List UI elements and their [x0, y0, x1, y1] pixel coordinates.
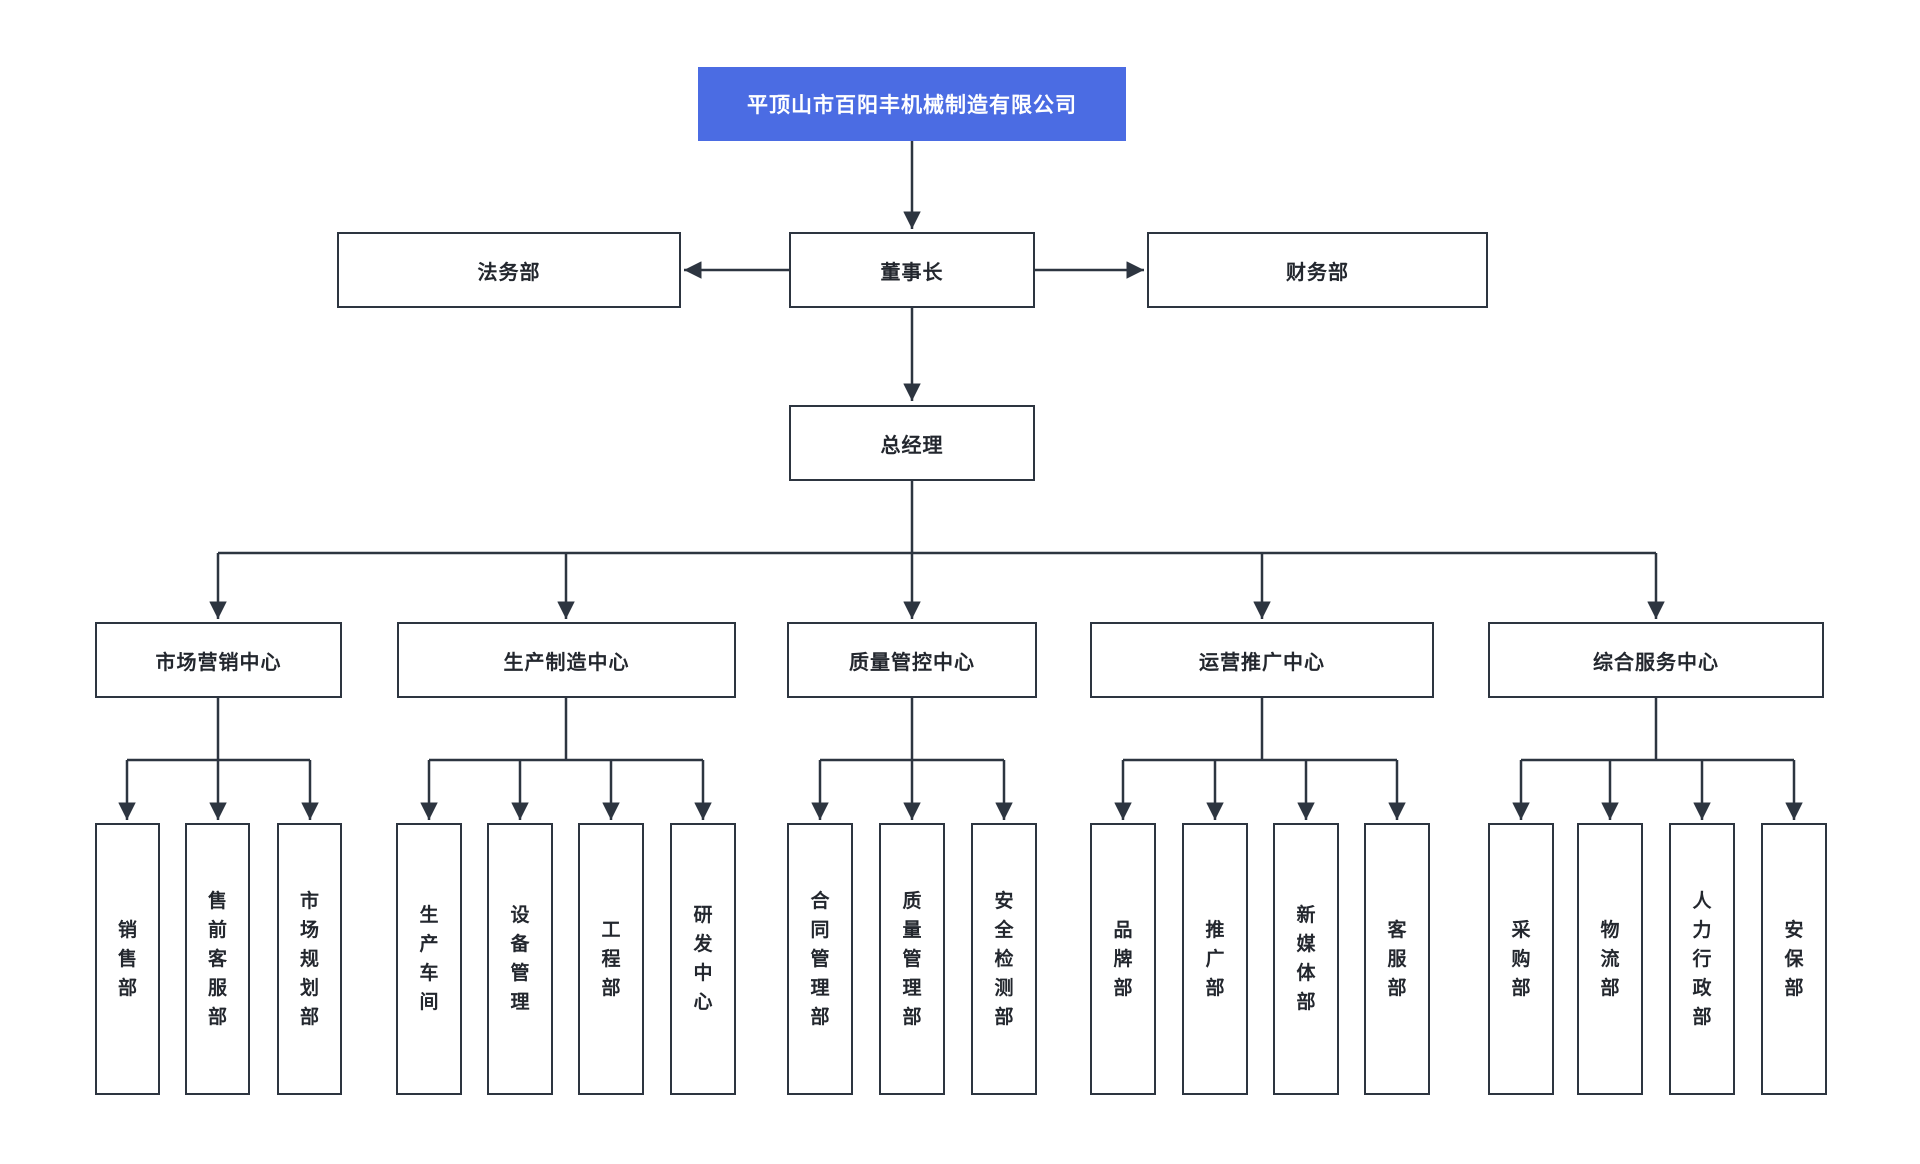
- node-label: 售前客服部: [207, 890, 227, 1028]
- org-node-logistics-dept: 物流部: [1577, 823, 1643, 1095]
- org-node-safety-inspection-dept: 安全检测部: [971, 823, 1037, 1095]
- org-node-equipment-management: 设备管理: [487, 823, 553, 1095]
- node-label: 平顶山市百阳丰机械制造有限公司: [747, 94, 1077, 117]
- node-label: 综合服务中心: [1593, 651, 1719, 674]
- node-label: 研发中心: [693, 905, 713, 1013]
- org-node-brand-dept: 品牌部: [1090, 823, 1156, 1095]
- node-label: 安保部: [1784, 919, 1804, 999]
- org-node-legal-dept: 法务部: [337, 232, 681, 308]
- node-label: 合同管理部: [810, 890, 830, 1028]
- node-label: 董事长: [880, 261, 944, 284]
- org-node-quality-center: 质量管控中心: [787, 622, 1037, 698]
- org-node-customer-service-dept: 客服部: [1364, 823, 1430, 1095]
- node-label: 品牌部: [1113, 919, 1133, 999]
- node-label: 安全检测部: [994, 890, 1014, 1028]
- node-label: 客服部: [1387, 919, 1407, 999]
- node-label: 销售部: [117, 919, 137, 999]
- org-node-operations-center: 运营推广中心: [1090, 622, 1434, 698]
- org-node-production-center: 生产制造中心: [397, 622, 736, 698]
- org-node-new-media-dept: 新媒体部: [1273, 823, 1339, 1095]
- node-label: 财务部: [1286, 261, 1349, 284]
- node-label: 人力行政部: [1692, 890, 1712, 1028]
- node-label: 工程部: [601, 919, 621, 999]
- node-label: 质量管理部: [902, 890, 922, 1028]
- org-node-promotion-dept: 推广部: [1182, 823, 1248, 1095]
- org-node-services-center: 综合服务中心: [1488, 622, 1824, 698]
- org-node-production-workshop: 生产车间: [396, 823, 462, 1095]
- org-node-market-planning-dept: 市场规划部: [277, 823, 342, 1095]
- org-node-rd-center: 研发中心: [670, 823, 736, 1095]
- node-label: 新媒体部: [1296, 905, 1316, 1013]
- org-node-chairman: 董事长: [789, 232, 1035, 308]
- node-label: 设备管理: [510, 905, 530, 1013]
- org-node-general-manager: 总经理: [789, 405, 1035, 481]
- org-node-security-dept: 安保部: [1761, 823, 1827, 1095]
- org-node-engineering-dept: 工程部: [578, 823, 644, 1095]
- org-node-hr-admin-dept: 人力行政部: [1669, 823, 1735, 1095]
- org-node-marketing-center: 市场营销中心: [95, 622, 342, 698]
- node-label: 市场营销中心: [155, 651, 282, 674]
- org-node-presales-service-dept: 售前客服部: [185, 823, 250, 1095]
- org-node-sales-dept: 销售部: [95, 823, 160, 1095]
- node-label: 生产车间: [419, 905, 439, 1013]
- node-label: 物流部: [1600, 919, 1620, 999]
- node-label: 推广部: [1205, 919, 1225, 999]
- node-label: 法务部: [477, 261, 541, 284]
- node-label: 运营推广中心: [1199, 651, 1325, 674]
- node-label: 总经理: [880, 434, 944, 457]
- node-label: 采购部: [1511, 919, 1531, 999]
- org-node-quality-management-dept: 质量管理部: [879, 823, 945, 1095]
- node-label: 市场规划部: [299, 890, 319, 1028]
- org-node-company-root: 平顶山市百阳丰机械制造有限公司: [698, 67, 1126, 141]
- node-label: 质量管控中心: [849, 651, 975, 674]
- org-node-procurement-dept: 采购部: [1488, 823, 1554, 1095]
- org-node-finance-dept: 财务部: [1147, 232, 1488, 308]
- org-node-contract-management-dept: 合同管理部: [787, 823, 853, 1095]
- node-label: 生产制造中心: [503, 651, 630, 674]
